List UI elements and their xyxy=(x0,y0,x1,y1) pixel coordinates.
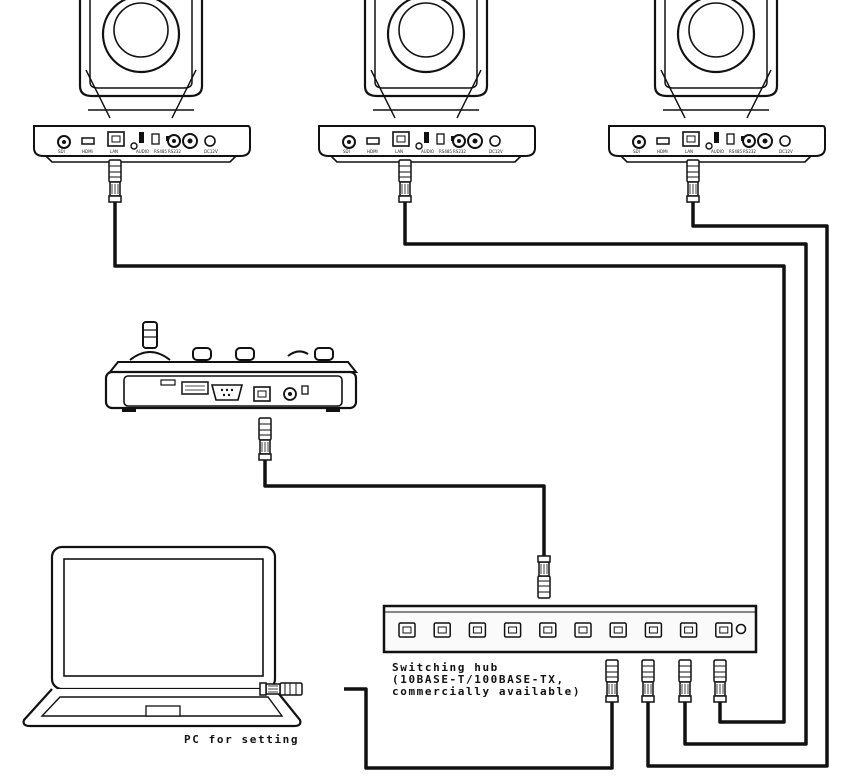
hub-port-1 xyxy=(398,622,416,638)
hub-port-8 xyxy=(644,622,663,638)
rj45-connector-hub-pc xyxy=(605,659,619,703)
cable-camera-3 xyxy=(646,200,829,768)
rj45-connector-hub-top xyxy=(538,556,550,598)
hub-power-led xyxy=(735,623,747,635)
camera-1 xyxy=(32,0,252,164)
hub-label: Switching hub (10BASE-T/100BASE-TX, comm… xyxy=(392,661,581,698)
hub-label-line-1: Switching hub xyxy=(392,661,499,674)
rj45-connector-camera-1 xyxy=(108,159,122,203)
hub-port-3 xyxy=(468,622,487,638)
hub-port-9 xyxy=(679,622,698,638)
rj45-connector-camera-3 xyxy=(686,159,700,203)
rj45-connector-controller xyxy=(258,417,272,461)
rj45-connector-hub-camera-1 xyxy=(713,659,727,703)
rj45-connector-hub-camera-3 xyxy=(641,659,655,703)
rj45-connector-camera-2 xyxy=(398,159,412,203)
pc-laptop xyxy=(22,545,302,728)
camera-3 xyxy=(607,0,827,164)
hub-port-6 xyxy=(574,622,592,638)
cable-pc xyxy=(344,687,614,770)
hub-port-5 xyxy=(539,622,557,638)
hub-port-7 xyxy=(609,622,627,638)
cable-camera-2 xyxy=(403,200,808,746)
rj45-connector-hub-camera-2 xyxy=(678,659,692,703)
hub-label-line-3: commercially available) xyxy=(392,685,581,698)
cable-camera-1 xyxy=(113,200,786,724)
hub-label-line-2: (10BASE-T/100BASE-TX, xyxy=(392,673,565,686)
camera-2 xyxy=(317,0,537,164)
hub-port-4 xyxy=(503,622,522,638)
hub-port-10 xyxy=(715,622,733,638)
rj45-connector-pc xyxy=(260,683,302,695)
hub-port-2 xyxy=(433,622,451,638)
controller xyxy=(104,321,359,412)
switching-hub xyxy=(382,604,758,654)
cable-controller xyxy=(263,456,546,556)
cables xyxy=(113,200,829,770)
pc-label: PC for setting xyxy=(184,733,299,746)
